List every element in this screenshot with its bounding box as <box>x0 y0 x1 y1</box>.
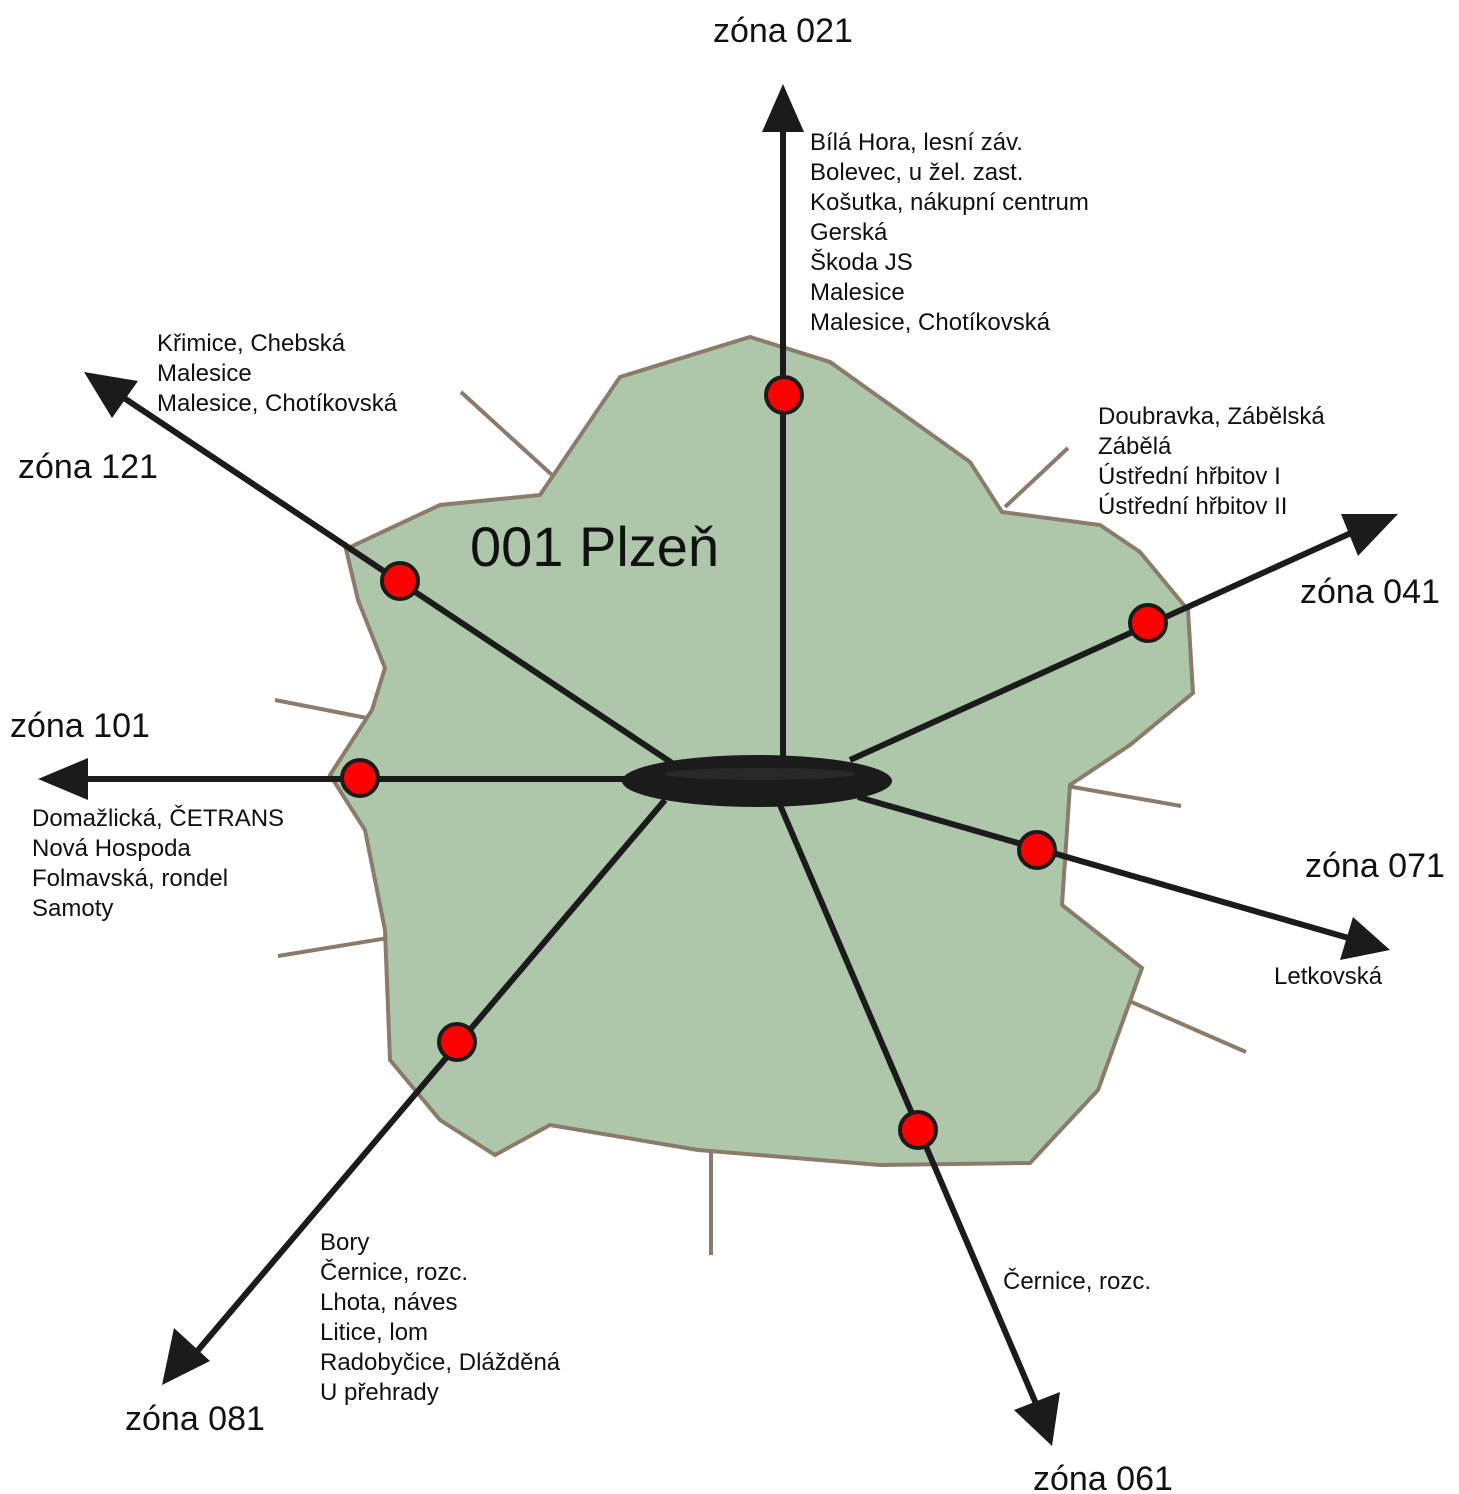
zone-boundary-stop-101 <box>340 758 380 798</box>
stop-name: Malesice, Chotíkovská <box>157 390 398 417</box>
stop-name: Černice, rozc. <box>320 1258 468 1286</box>
stop-list-061: Černice, rozc. <box>1003 1267 1151 1295</box>
stop-name: Doubravka, Zábělská <box>1098 403 1325 430</box>
arrowhead-081 <box>162 1328 210 1385</box>
zone-boundary-stop-021 <box>764 375 804 415</box>
stop-name: Litice, lom <box>320 1319 428 1346</box>
stop-name: Letkovská <box>1274 963 1383 990</box>
stop-name: Folmavská, rondel <box>32 865 228 892</box>
stop-name: Bory <box>320 1229 369 1256</box>
stop-name: U přehrady <box>320 1379 439 1406</box>
stop-name: Košutka, nákupní centrum <box>810 189 1089 216</box>
arrowhead-041 <box>1341 514 1398 556</box>
boundary-stub <box>1066 784 1182 808</box>
stop-name: Zábělá <box>1098 433 1172 460</box>
route-041 <box>848 525 1364 763</box>
central-hub-highlight <box>665 768 855 780</box>
arrowhead-071 <box>1340 917 1390 960</box>
zone-label-081: zóna 081 <box>125 1400 265 1438</box>
zone-boundary-stops <box>340 375 1168 1150</box>
city-area <box>327 334 1196 1168</box>
stop-list-041: Doubravka, Zábělská Zábělá Ústřední hřbi… <box>1098 403 1325 520</box>
arrowhead-101 <box>38 758 88 800</box>
zone-boundary-stop-041 <box>1128 603 1168 643</box>
stop-name: Bílá Hora, lesní záv. <box>810 129 1023 156</box>
stop-name: Domažlická, ČETRANS <box>32 804 284 832</box>
stop-list-081: Bory Černice, rozc. Lhota, náves Litice,… <box>320 1229 561 1406</box>
stop-name: Lhota, náves <box>320 1289 457 1316</box>
stop-name: Malesice, Chotíkovská <box>810 309 1051 336</box>
zone-labels: zóna 021 zóna 041 zóna 071 zóna 061 zóna… <box>10 12 1445 1494</box>
boundary-stubs <box>274 390 1247 1255</box>
route-061 <box>777 803 1043 1415</box>
arrowhead-121 <box>84 372 138 418</box>
stop-list-121: Křimice, Chebská Malesice Malesice, Chot… <box>157 330 398 417</box>
stop-name: Radobyčice, Dlážděná <box>320 1349 561 1376</box>
stop-name: Malesice <box>157 360 252 387</box>
zone-boundary-stop-121 <box>380 561 420 601</box>
stop-name: Ústřední hřbitov II <box>1098 493 1287 520</box>
stop-list-021: Bílá Hora, lesní záv. Bolevec, u žel. za… <box>810 129 1089 336</box>
zone-label-121: zóna 121 <box>18 448 158 486</box>
stop-name: Malesice <box>810 279 905 306</box>
route-081 <box>185 798 668 1364</box>
route-071 <box>857 794 1353 942</box>
stop-name: Ústřední hřbitov I <box>1098 463 1281 490</box>
boundary-stub <box>459 390 554 477</box>
stop-name: Škoda JS <box>810 248 913 276</box>
zone-label-021: zóna 021 <box>713 12 853 50</box>
arrowhead-021 <box>762 84 804 132</box>
zone-label-101: zóna 101 <box>10 707 150 745</box>
boundary-stub <box>1003 446 1070 509</box>
boundary-stub <box>274 698 373 721</box>
stop-name: Nová Hospoda <box>32 835 191 862</box>
zone-label-071: zóna 071 <box>1305 847 1445 885</box>
stop-list-101: Domažlická, ČETRANS Nová Hospoda Folmavs… <box>32 804 284 922</box>
central-hub <box>622 755 892 807</box>
zone-label-041: zóna 041 <box>1300 573 1440 611</box>
zone-label-061: zóna 061 <box>1033 1460 1173 1494</box>
stop-name: Samoty <box>32 895 113 922</box>
boundary-stub <box>1126 998 1247 1054</box>
routes <box>78 122 1364 1415</box>
stop-name: Černice, rozc. <box>1003 1267 1151 1295</box>
arrowhead-061 <box>1014 1392 1060 1446</box>
arrowheads <box>38 84 1398 1446</box>
zone-boundary-stop-081 <box>437 1022 477 1062</box>
stop-name: Gerská <box>810 219 888 246</box>
stop-name: Bolevec, u žel. zast. <box>810 159 1023 186</box>
zone-boundary-stop-071 <box>1017 830 1057 870</box>
zone-boundary-stop-061 <box>898 1110 938 1150</box>
city-label: 001 Plzeň <box>470 515 719 578</box>
stop-list-071: Letkovská <box>1274 963 1383 990</box>
boundary-stub <box>277 936 389 958</box>
stop-name: Křimice, Chebská <box>157 330 346 357</box>
